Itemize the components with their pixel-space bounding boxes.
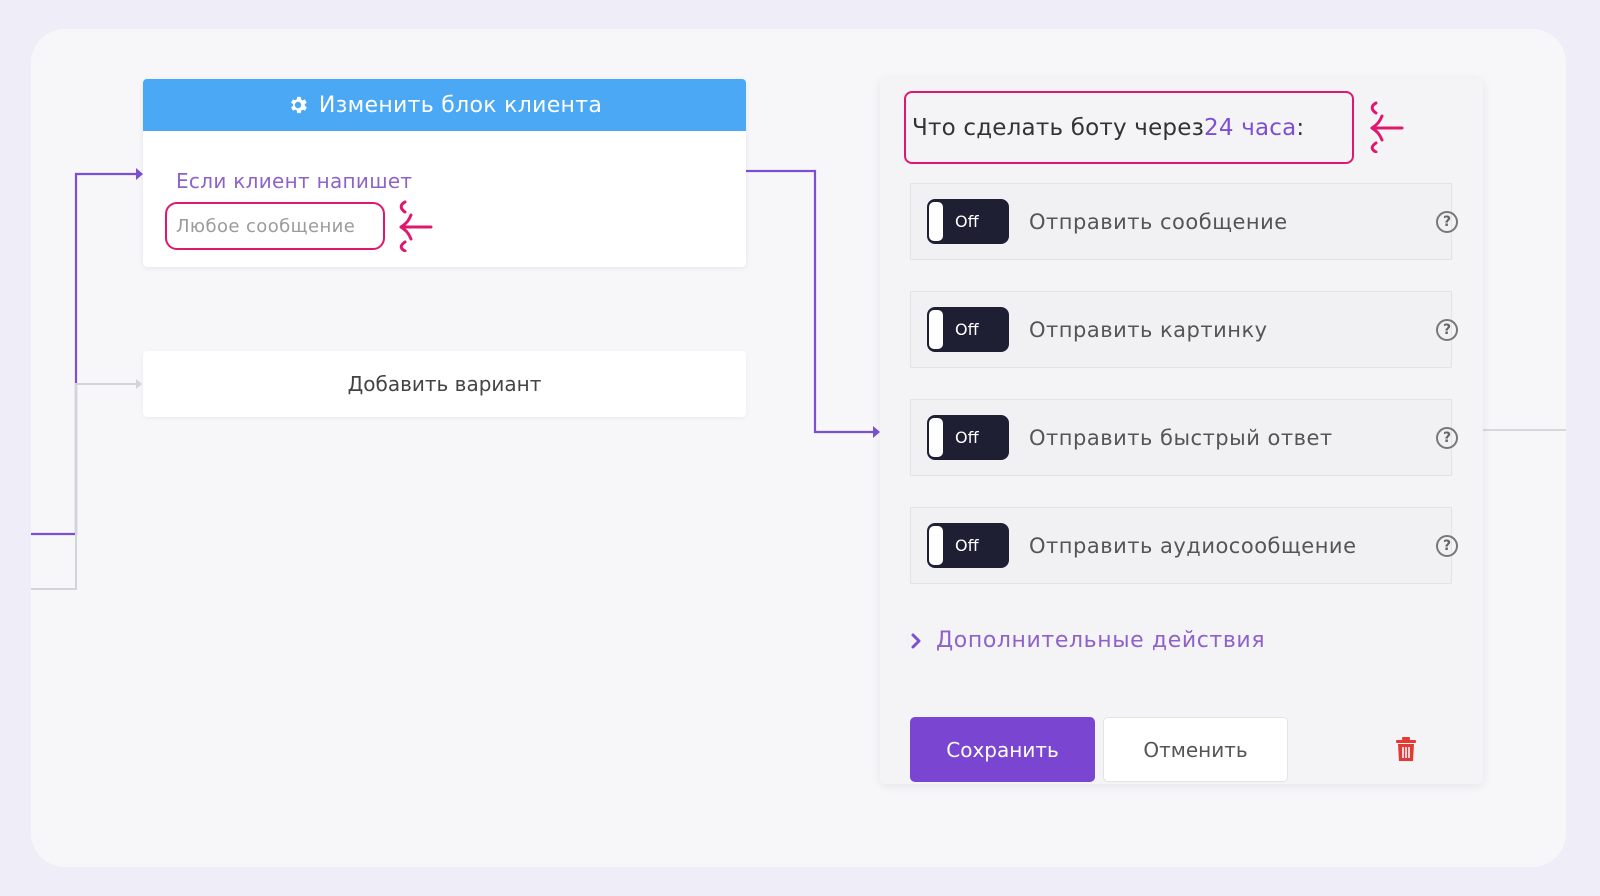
toggle-state: Off	[955, 320, 979, 339]
action-label: Отправить аудиосообщение	[1029, 533, 1357, 558]
annotation-arrow-icon	[1370, 101, 1404, 153]
gear-icon	[290, 96, 307, 114]
toggle-knob	[929, 202, 943, 241]
action-label: Отправить картинку	[1029, 317, 1268, 342]
trigger-any-message[interactable]: Любое сообщение	[165, 202, 385, 250]
action-row-send-message: Off Отправить сообщение ?	[910, 183, 1458, 260]
save-button[interactable]: Сохранить	[910, 717, 1095, 782]
send-quick-reply-toggle[interactable]: Off	[927, 415, 1009, 460]
action-row-send-quick-reply: Off Отправить быстрый ответ ?	[910, 399, 1458, 476]
question-suffix: :	[1296, 114, 1305, 141]
flow-canvas: Изменить блок клиента Если клиент напише…	[31, 29, 1566, 867]
cancel-button[interactable]: Отменить	[1103, 717, 1288, 782]
help-icon[interactable]: ?	[1436, 318, 1458, 341]
toggle-knob	[929, 418, 943, 457]
action-panel: Что сделать боту через 24 часа : Off Отп…	[880, 78, 1483, 784]
chevron-right-icon	[911, 633, 921, 648]
connection-lines	[31, 168, 1566, 590]
toggle-state: Off	[955, 536, 979, 555]
action-row-send-image: Off Отправить картинку ?	[910, 291, 1458, 368]
action-label: Отправить быстрый ответ	[1029, 425, 1333, 450]
action-row-send-audio: Off Отправить аудиосообщение ?	[910, 507, 1458, 584]
annotation-arrow-icon	[399, 200, 433, 252]
more-actions-label: Дополнительные действия	[936, 628, 1266, 653]
toggle-state: Off	[955, 212, 979, 231]
question-heading: Что сделать боту через 24 часа :	[904, 91, 1354, 164]
edit-client-block-header[interactable]: Изменить блок клиента	[143, 79, 746, 131]
client-block-card: Изменить блок клиента Если клиент напише…	[143, 79, 746, 267]
toggle-knob	[929, 526, 943, 565]
question-prefix: Что сделать боту через	[912, 114, 1205, 141]
toggle-knob	[929, 310, 943, 349]
add-variant-button[interactable]: Добавить вариант	[143, 351, 746, 417]
send-message-toggle[interactable]: Off	[927, 199, 1009, 244]
trash-icon[interactable]	[1395, 736, 1417, 762]
send-image-toggle[interactable]: Off	[927, 307, 1009, 352]
more-actions-toggle[interactable]: Дополнительные действия	[910, 628, 1265, 653]
help-icon[interactable]: ?	[1436, 210, 1458, 233]
send-audio-toggle[interactable]: Off	[927, 523, 1009, 568]
action-label: Отправить сообщение	[1029, 209, 1288, 234]
toggle-state: Off	[955, 428, 979, 447]
if-client-writes-label: Если клиент напишет	[176, 169, 413, 193]
help-icon[interactable]: ?	[1436, 534, 1458, 557]
client-block-title: Изменить блок клиента	[318, 92, 603, 118]
help-icon[interactable]: ?	[1436, 426, 1458, 449]
hours-value: 24 часа	[1204, 114, 1297, 141]
